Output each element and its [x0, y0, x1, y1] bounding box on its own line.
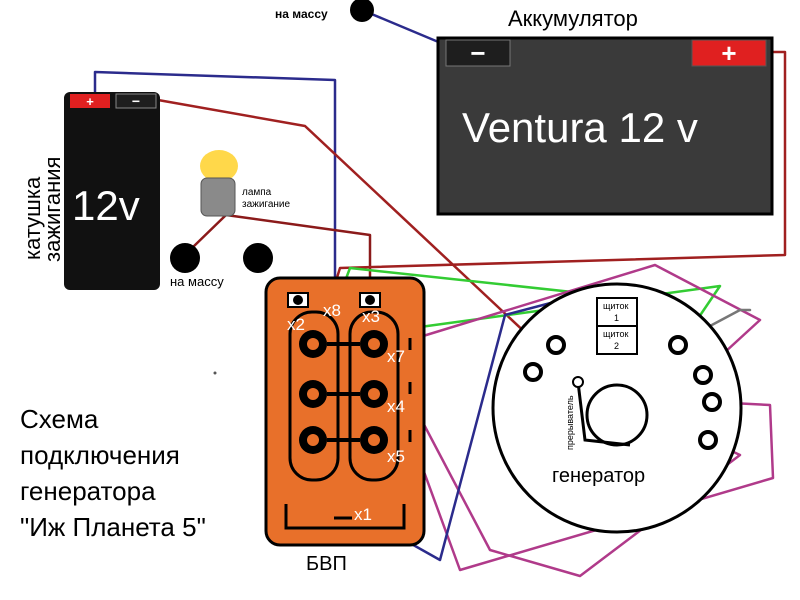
coil-title-line1: катушка — [20, 176, 45, 260]
bvp-diode — [368, 434, 380, 446]
brush-holder-1 — [596, 297, 638, 327]
coil-plus-terminal[interactable] — [70, 94, 110, 108]
generator-terminal[interactable] — [668, 335, 688, 355]
caption: Схема подключения генератора "Иж Планета… — [20, 404, 206, 542]
bvp-diode — [368, 338, 380, 350]
battery-plus-terminal[interactable] — [691, 39, 767, 67]
generator-name: генератор — [552, 465, 645, 487]
stray-mark — [213, 371, 217, 375]
battery-minus-label: − — [470, 38, 485, 68]
generator: щиток 1 щиток 2 прерыватель генератор — [491, 282, 743, 534]
battery-plus-label: + — [721, 38, 736, 68]
lamp-label-line1: лампа — [242, 187, 272, 198]
bvp-diode — [368, 388, 380, 400]
coil-title-line2: зажигания — [40, 157, 65, 262]
bvp-label-x2: x2 — [287, 315, 305, 334]
bvp-label-x3: x3 — [362, 307, 380, 326]
coil-voltage: 12v — [72, 182, 140, 229]
generator-terminal[interactable] — [702, 392, 722, 412]
coil-body — [64, 92, 160, 290]
bvp-diode — [307, 338, 319, 350]
wire-darkred-lamp-ground — [190, 213, 228, 250]
wire-blue-coil-x8 — [93, 70, 337, 300]
bvp-name: БВП — [306, 553, 347, 575]
bvp-bottom-bracket — [284, 504, 406, 530]
battery: на массу Аккумулятор − + Ventura 12 v — [275, 0, 774, 216]
lamp-label-line2: зажигание — [242, 199, 291, 210]
bvp-label-x5: x5 — [387, 447, 405, 466]
wire-battery-ground — [360, 8, 450, 48]
coil-ground-label: на массу — [170, 274, 224, 289]
caption-line3: генератора — [20, 476, 156, 506]
ignition-lamp: лампа зажигание на массу — [170, 150, 291, 289]
bvp-label-x7: x7 — [387, 347, 405, 366]
coil-ground-dot — [243, 243, 273, 273]
breaker-label: прерыватель — [565, 395, 575, 450]
lamp-ground-dot — [170, 243, 200, 273]
bvp-terminal-x3-hole — [365, 295, 375, 305]
breaker-cam — [585, 383, 649, 447]
battery-minus-terminal[interactable] — [445, 39, 511, 67]
coil-plus-label: + — [86, 94, 94, 109]
generator-terminal[interactable] — [523, 362, 543, 382]
generator-terminal[interactable] — [698, 430, 718, 450]
wire-purple-x7 — [408, 263, 762, 377]
lamp-socket — [200, 177, 236, 217]
breaker-pivot[interactable] — [572, 376, 584, 388]
coil-minus-label: − — [132, 93, 140, 109]
brush2-line2: 2 — [614, 341, 619, 351]
bvp-block: x2 x8 x3 x7 x4 x5 x1 БВП — [264, 276, 426, 575]
battery-ground-dot — [350, 0, 374, 22]
bvp-terminal-x2-hole — [293, 295, 303, 305]
generator-terminal[interactable] — [693, 365, 713, 385]
bvp-label-x1: x1 — [354, 505, 372, 524]
coil-minus-terminal[interactable] — [115, 93, 157, 109]
brush1-line1: щиток — [603, 301, 628, 311]
brush1-line2: 1 — [614, 313, 619, 323]
brush2-line1: щиток — [603, 329, 628, 339]
brush-holder-2 — [596, 325, 638, 355]
caption-line4: "Иж Планета 5" — [20, 512, 206, 542]
bvp-label-x8: x8 — [323, 301, 341, 320]
ignition-coil: катушка зажигания + − 12v — [20, 92, 160, 290]
bvp-diode — [307, 388, 319, 400]
caption-line1: Схема — [20, 404, 99, 434]
battery-brand: Ventura 12 v — [462, 104, 698, 151]
bvp-diode — [307, 434, 319, 446]
battery-ground-label: на массу — [275, 7, 328, 21]
battery-body — [436, 36, 774, 216]
wire-red-coil-breaker — [156, 98, 580, 384]
lamp-bulb — [200, 150, 238, 182]
battery-title: Аккумулятор — [508, 6, 638, 31]
generator-terminal[interactable] — [546, 335, 566, 355]
breaker-arm — [576, 381, 631, 447]
caption-line2: подключения — [20, 440, 180, 470]
bvp-label-x4: x4 — [387, 397, 405, 416]
wire-purple-x5 — [403, 400, 775, 572]
